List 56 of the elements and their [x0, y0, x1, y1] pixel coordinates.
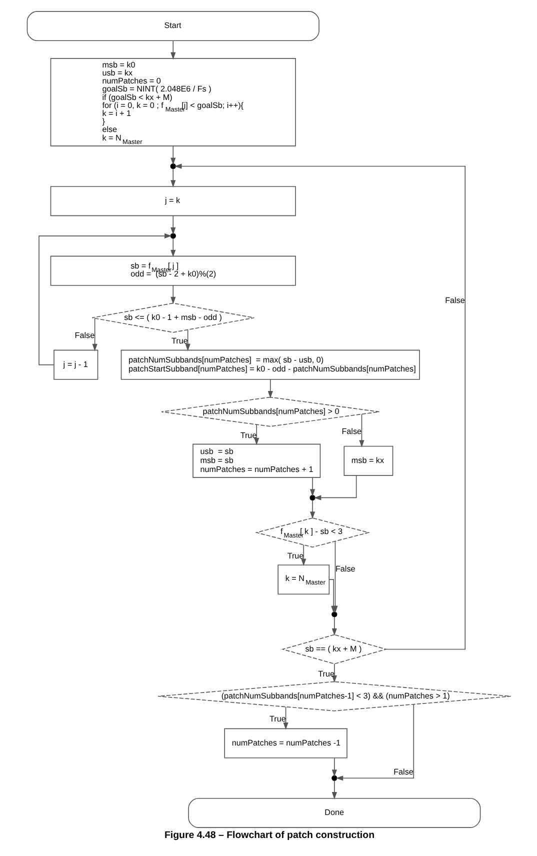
- edge-label: False: [334, 564, 355, 574]
- node-box: j = j - 1: [53, 350, 98, 380]
- node-diamond: sb == ( kx + M ): [280, 634, 388, 664]
- node-circle: [309, 494, 315, 501]
- arrow: [170, 40, 176, 60]
- arrow: [282, 706, 288, 730]
- edge-label: True: [318, 669, 334, 678]
- node-box: numPatches = numPatches -1: [224, 728, 347, 758]
- arrow: [170, 238, 176, 258]
- arrow: [170, 216, 176, 235]
- node-box: msb = kx: [343, 446, 393, 476]
- edge-label: False: [393, 767, 413, 776]
- node-box: j = k: [50, 186, 296, 216]
- arrow: [358, 414, 364, 448]
- node-box: usb = sb msb = sb numPatches = numPatches + 1: [192, 444, 320, 478]
- edge-label: False: [444, 296, 464, 305]
- arrow: [331, 616, 336, 636]
- arrow: [254, 424, 259, 446]
- arrow: [170, 284, 176, 304]
- edge-label: True: [171, 336, 188, 346]
- arrow: [38, 233, 172, 366]
- arrow: [328, 579, 336, 614]
- edge-label: False: [341, 426, 361, 436]
- node-box: patchNumSubbands[numPatches] = max( sb - usb, 0) patchStartSubband[numPatches] = k0 - odd - patchNumSubbands[numPatches]: [120, 350, 420, 380]
- node-circle: [170, 233, 176, 239]
- arrow: [174, 164, 466, 650]
- arrow: [309, 477, 315, 496]
- node-diamond: f$_{Master}$[ k ] - sb < 3: [254, 518, 370, 548]
- caption: Figure 4.48 – Flowchart of patch construction: [164, 830, 374, 841]
- node-box: Start: [26, 11, 319, 41]
- edge-label: False: [74, 330, 94, 340]
- arrow: [335, 704, 414, 781]
- edge-label: True: [286, 551, 304, 560]
- node-circle: [170, 163, 176, 170]
- node-circle: [331, 612, 337, 618]
- node-diamond: patchNumSubbands[numPatches] > 0: [160, 396, 380, 427]
- node-diamond: sb <= ( k0 - 1 + msb - odd ): [91, 302, 254, 333]
- arrow: [92, 318, 97, 352]
- node-circle: [331, 775, 337, 781]
- arrow: [184, 329, 190, 352]
- arrow: [267, 379, 272, 398]
- arrow: [300, 544, 306, 566]
- edge-label: True: [269, 714, 286, 724]
- node-box: Done: [188, 798, 480, 828]
- edge-label: True: [240, 430, 256, 440]
- node-box: msb = k0 usb = kx numPatches = 0 goalSb = NINT( 2.048E6 / Fs ) if (goalSb < kx + M) for (i = 0, k = 0 ; f$_{Master}$[i] < goalSb; i++){ k = i + 1 } else k = N$_{Master}$: [50, 58, 296, 146]
- arrow: [331, 663, 336, 683]
- arrow: [313, 475, 356, 500]
- arrow: [170, 146, 176, 166]
- arrow: [309, 500, 315, 519]
- arrow: [170, 168, 176, 188]
- node-box: sb = f$_{Master}$[ j ] odd = (sb - 2 + k0)%(2): [50, 256, 296, 286]
- arrow: [331, 780, 336, 800]
- arrow: [331, 758, 336, 777]
- node-diamond: (patchNumSubbands[numPatches-1] < 3) && (numPatches > 1): [157, 681, 511, 712]
- node-box: k = N$_{Master}$: [277, 564, 330, 595]
